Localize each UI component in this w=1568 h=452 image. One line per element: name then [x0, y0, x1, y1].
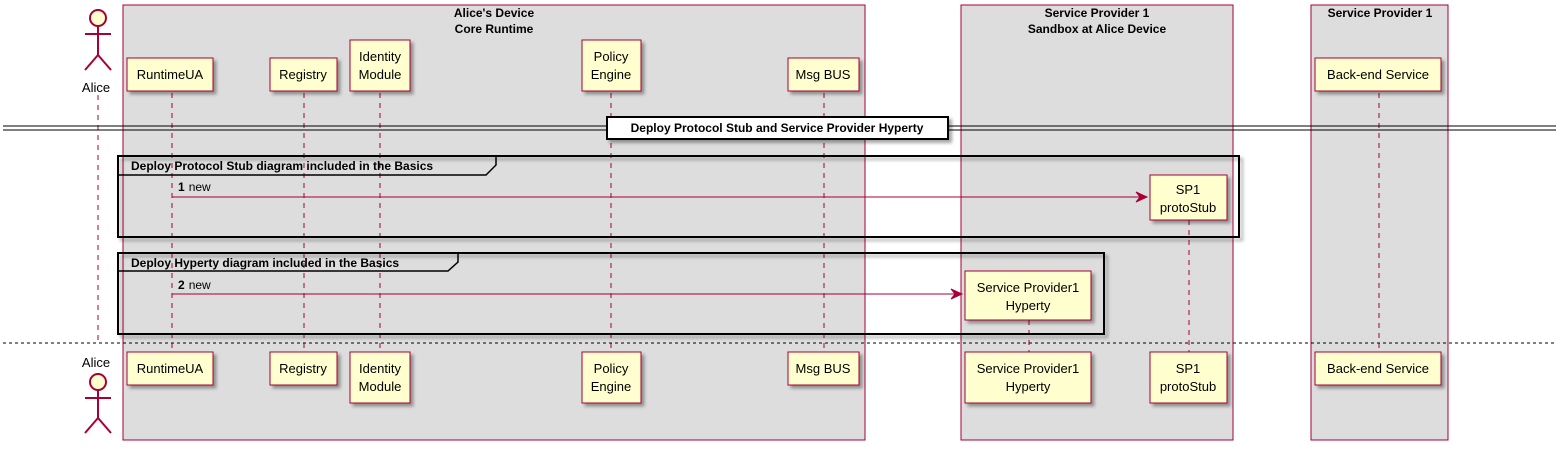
participant-policy-label2-bottom: Engine — [591, 379, 631, 394]
group-deploy-protocol-stub: Deploy Protocol Stub diagram included in… — [117, 155, 1240, 238]
participant-policy-bottom — [581, 351, 642, 404]
divider-label: Deploy Protocol Stub and Service Provide… — [631, 121, 924, 135]
actor-alice-bottom: Alice — [82, 355, 112, 434]
participant-protostub-created-label1: SP1 — [1176, 182, 1201, 197]
participant-protostub-created — [1149, 174, 1228, 221]
divider-label-box — [606, 116, 949, 140]
participant-identity-label2-top: Module — [359, 67, 402, 82]
participant-runtimeua-bottom — [126, 351, 214, 386]
participant-protostub-bottom — [1149, 351, 1228, 404]
participant-sp1hyperty-created-label1: Service Provider1 — [977, 280, 1080, 295]
message-1-number: 1 — [178, 180, 185, 194]
actor-alice-label-top: Alice — [82, 80, 110, 95]
message-2-number: 2 — [178, 278, 185, 292]
participant-runtimeua-label-bottom: RuntimeUA — [137, 361, 204, 376]
message-2-arrowhead — [950, 288, 964, 300]
message-2-text: new — [189, 278, 211, 292]
participant-msgbus-label-bottom: Msg BUS — [796, 361, 851, 376]
group-deploy-hyperty: Deploy Hyperty diagram included in the B… — [117, 252, 1105, 335]
participant-runtimeua-label-top: RuntimeUA — [137, 67, 204, 82]
participant-policy-label1-bottom: Policy — [594, 361, 629, 376]
participant-protostub-label2-bottom: protoStub — [1160, 379, 1216, 394]
participant-backend-bottom — [1314, 351, 1442, 386]
participant-identity-label1-bottom: Identity — [359, 361, 401, 376]
participant-policy-label2-top: Engine — [591, 67, 631, 82]
participant-protostub-created-label2: protoStub — [1160, 200, 1216, 215]
message-1-arrowhead — [1135, 191, 1149, 203]
participant-backend-label-top: Back-end Service — [1327, 67, 1429, 82]
box-alice-device-title-line1: Alice's Device — [454, 6, 535, 20]
participant-msgbus-bottom — [787, 351, 860, 386]
participant-msgbus-label-top: Msg BUS — [796, 67, 851, 82]
message-2: 2 new — [172, 278, 964, 300]
participant-protostub-label1-bottom: SP1 — [1176, 361, 1201, 376]
participant-identity-label1-top: Identity — [359, 49, 401, 64]
box-alice-device-title-line2: Core Runtime — [455, 22, 534, 36]
participant-registry-label-top: Registry — [279, 67, 327, 82]
box-alice-device: Alice's Device Core Runtime — [122, 4, 866, 441]
participant-runtimeua-top — [126, 57, 214, 92]
actor-alice-label-bottom: Alice — [82, 355, 110, 370]
box-sp1-sandbox-title-line1: Service Provider 1 — [1045, 6, 1150, 20]
participant-identity-top — [349, 39, 411, 92]
participant-identity-label2-bottom: Module — [359, 379, 402, 394]
participant-sp1hyperty-created-label2: Hyperty — [1006, 298, 1051, 313]
group-deploy-protocol-stub-title: Deploy Protocol Stub diagram included in… — [131, 159, 433, 173]
participant-sp1hyperty-label2-bottom: Hyperty — [1006, 379, 1051, 394]
participant-identity-bottom — [349, 351, 411, 404]
message-1: 1 new — [172, 180, 1149, 203]
box-sp1-sandbox-title-line2: Sandbox at Alice Device — [1028, 22, 1167, 36]
participant-sp1hyperty-created — [964, 270, 1092, 321]
participant-sp1hyperty-label1-bottom: Service Provider1 — [977, 361, 1080, 376]
actor-alice-top: Alice — [82, 9, 112, 95]
participant-policy-top — [581, 39, 642, 92]
participant-registry-bottom — [269, 351, 338, 386]
participant-policy-label1-top: Policy — [594, 49, 629, 64]
participant-backend-top — [1314, 57, 1442, 92]
group-deploy-hyperty-title: Deploy Hyperty diagram included in the B… — [131, 256, 399, 270]
message-1-text: new — [189, 180, 211, 194]
box-sp1-title-line1: Service Provider 1 — [1328, 6, 1433, 20]
participant-backend-label-bottom: Back-end Service — [1327, 361, 1429, 376]
participant-registry-label-bottom: Registry — [279, 361, 327, 376]
participant-registry-top — [269, 57, 338, 92]
divider: Deploy Protocol Stub and Service Provide… — [3, 116, 1556, 140]
participant-msgbus-top — [787, 57, 860, 92]
participant-sp1hyperty-bottom — [964, 351, 1092, 404]
